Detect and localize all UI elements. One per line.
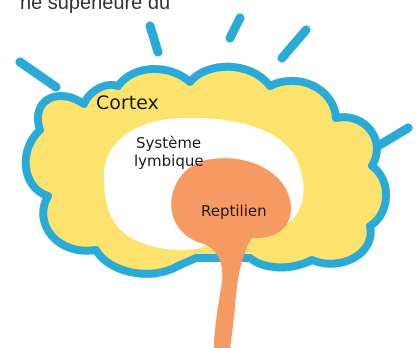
limbic-label-line2: lymbique bbox=[134, 152, 204, 170]
reptilian-label: Reptilien bbox=[201, 202, 267, 220]
ray-4 bbox=[282, 30, 306, 58]
ray-1 bbox=[20, 62, 56, 87]
ray-5 bbox=[378, 128, 408, 146]
ray-2 bbox=[150, 26, 158, 52]
ray-3 bbox=[230, 18, 240, 38]
cortex-label: Cortex bbox=[96, 92, 159, 114]
limbic-label-line1: Système bbox=[136, 134, 201, 152]
